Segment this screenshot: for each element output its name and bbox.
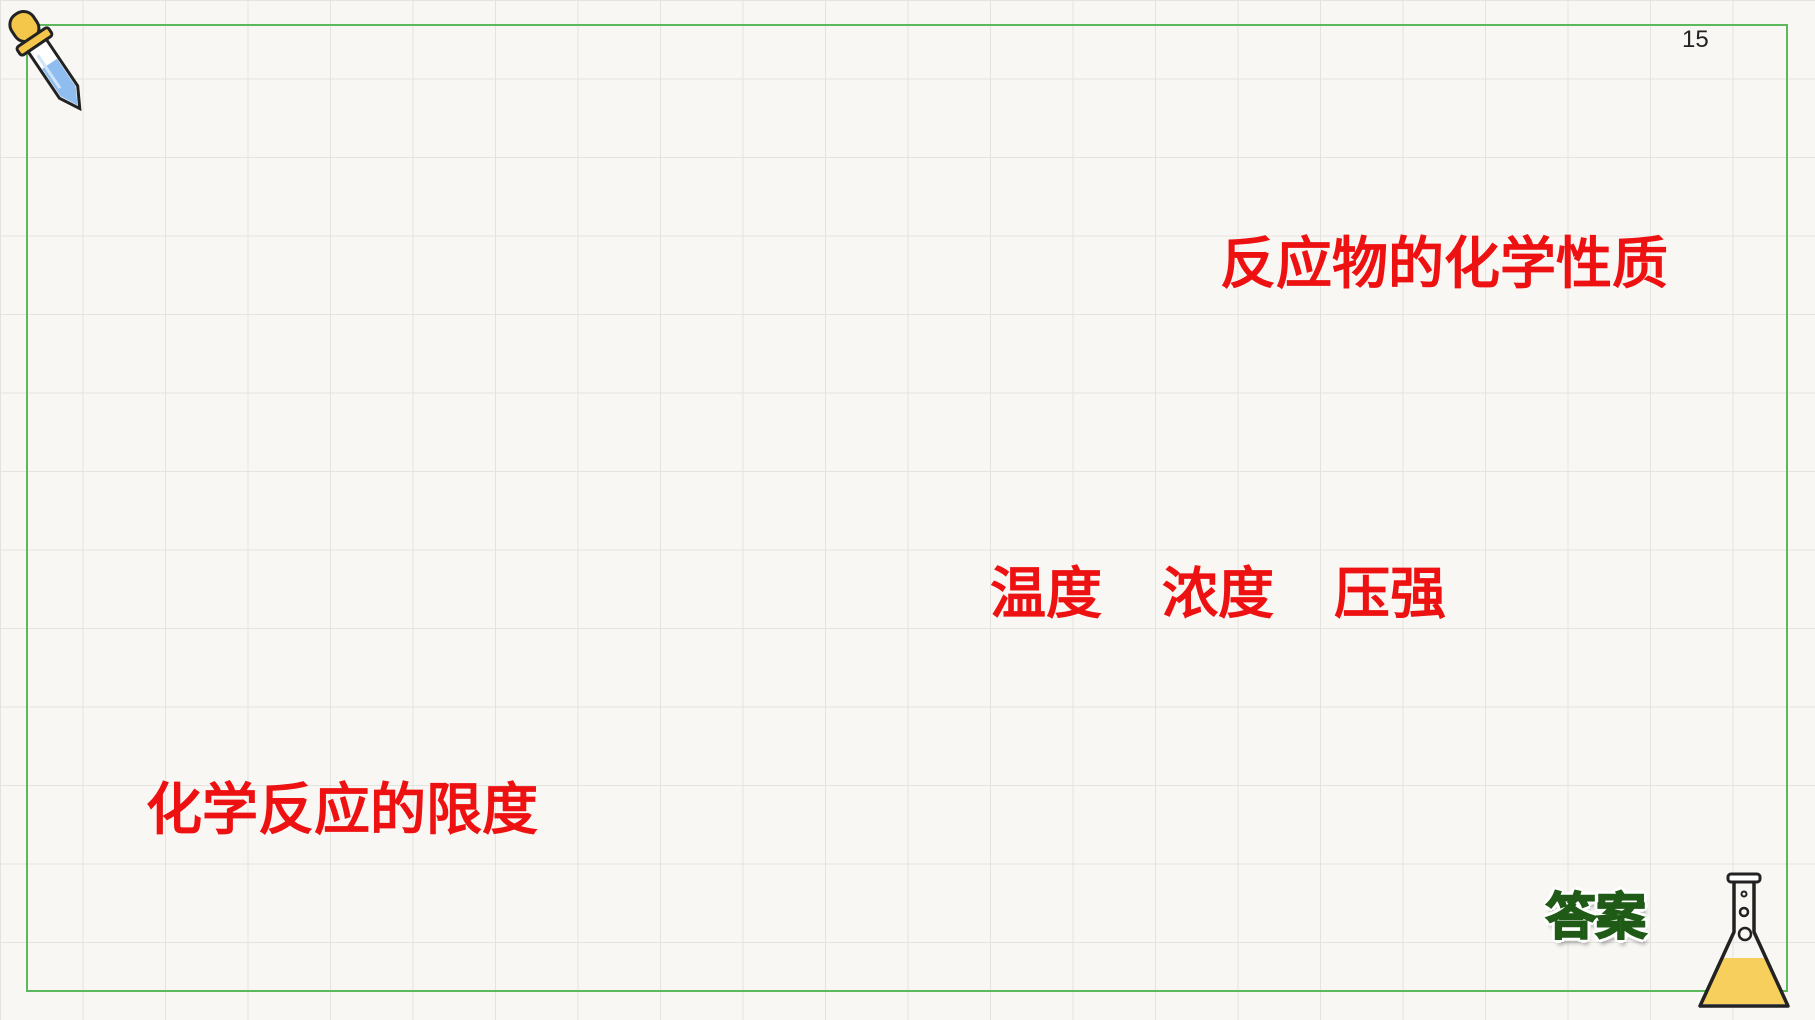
dropper-icon — [8, 9, 82, 112]
answer-text-conditions: 温度浓度压强 — [990, 566, 1446, 622]
slide-frame — [26, 24, 1788, 992]
answer-text-pressure: 压强 — [1334, 561, 1446, 627]
answer-text-temperature: 温度 — [990, 561, 1102, 627]
flask-icon — [1698, 872, 1790, 1008]
page-number: 15 — [1682, 26, 1709, 53]
answer-text-concentration: 浓度 — [1162, 561, 1274, 627]
answer-text-reaction-limit: 化学反应的限度 — [146, 777, 538, 843]
answer-text-chemical-property: 反应物的化学性质 — [1220, 231, 1668, 297]
answer-button[interactable]: 答案 — [1545, 888, 1647, 946]
